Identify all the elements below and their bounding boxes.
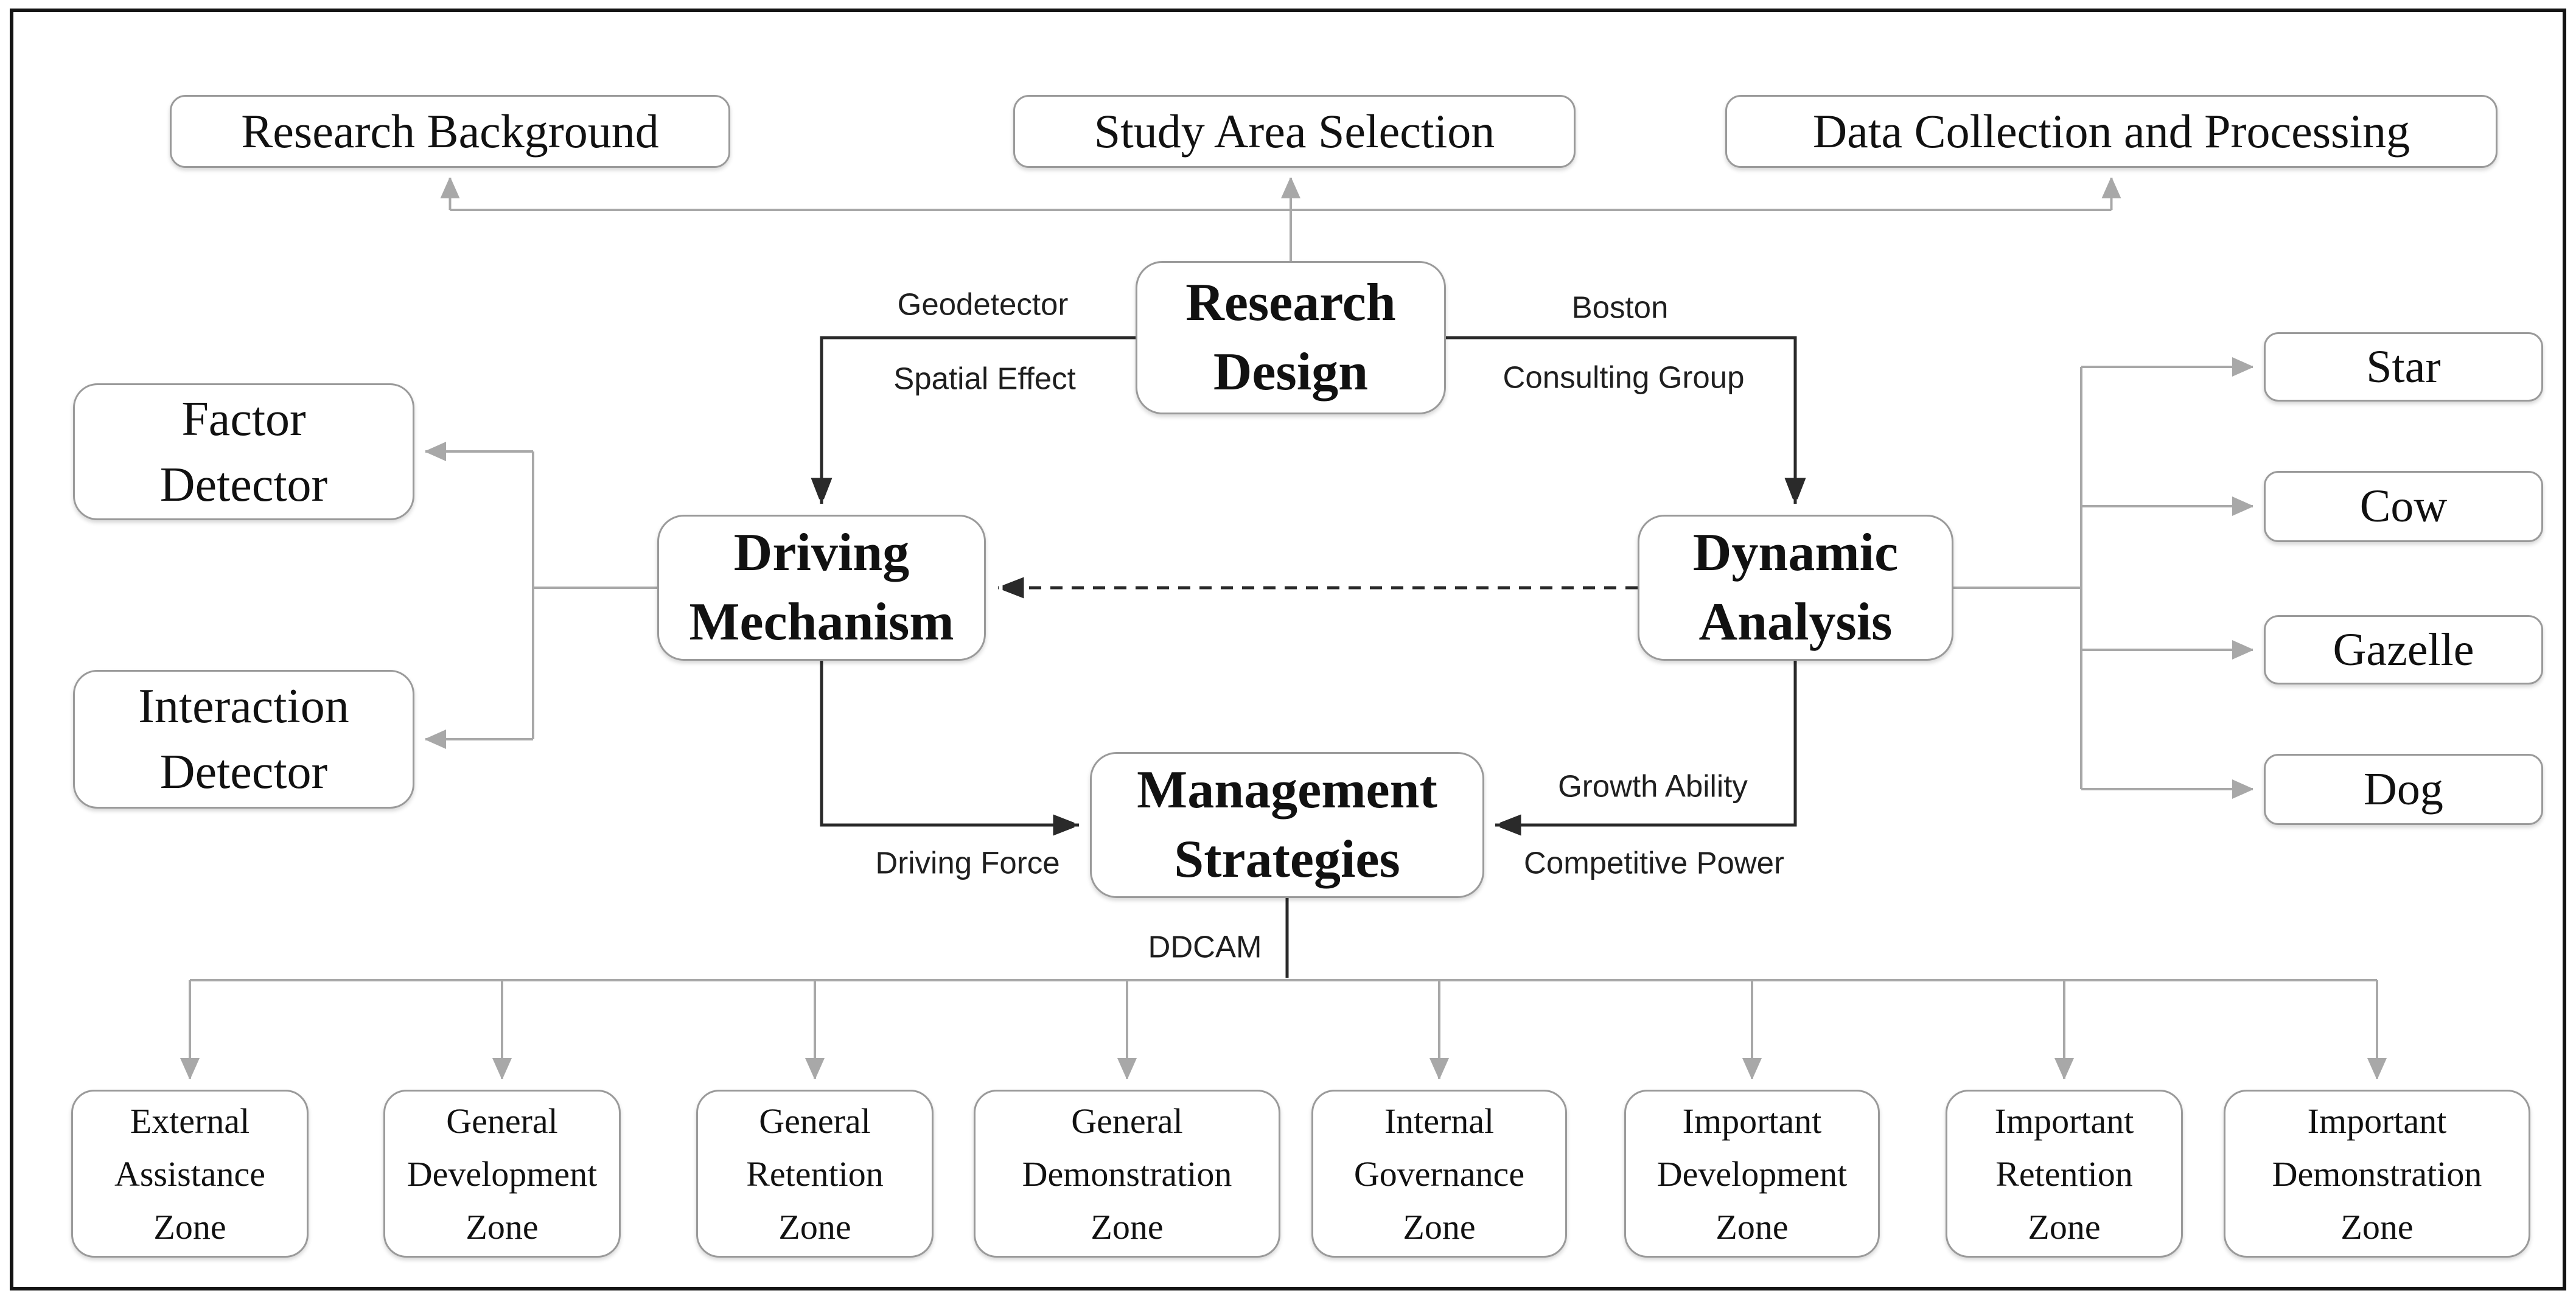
node-label-line: Important	[1994, 1101, 2134, 1141]
node-label: Cow	[2359, 481, 2448, 532]
node-label-line: Design	[1213, 343, 1369, 402]
node-label-line: Zone	[2028, 1207, 2101, 1247]
node-label-line: Retention	[746, 1154, 884, 1194]
connector-rd-to-driving-mechanism	[822, 336, 1136, 504]
node-management-strategies: Management Strategies	[1090, 752, 1484, 898]
node-label-line: Zone	[1716, 1207, 1789, 1247]
node-label-line: Important	[1682, 1101, 1822, 1141]
node-zone-general-demonstration: General Demonstration Zone	[974, 1090, 1280, 1258]
node-label-line: Development	[407, 1154, 598, 1194]
node-dog: Dog	[2264, 754, 2543, 825]
node-star: Star	[2264, 332, 2543, 402]
node-gazelle: Gazelle	[2264, 615, 2543, 684]
node-label-line: Zone	[778, 1207, 851, 1247]
node-label-line: Retention	[1995, 1154, 2133, 1194]
node-zone-general-development: General Development Zone	[383, 1090, 621, 1258]
edge-label-driving-force: Driving Force	[875, 845, 1060, 880]
connector-da-to-management	[1495, 661, 1797, 825]
node-driving-mechanism: Driving Mechanism	[657, 515, 986, 661]
edge-label-geodetector: Geodetector	[897, 287, 1069, 322]
node-label-line: Governance	[1353, 1154, 1525, 1194]
node-label-line: Assistance	[114, 1154, 266, 1194]
node-label-line: Detector	[159, 458, 328, 512]
node-cow: Cow	[2264, 471, 2543, 542]
node-data-collection-processing: Data Collection and Processing	[1725, 95, 2497, 168]
node-zone-external-assistance: External Assistance Zone	[71, 1090, 309, 1258]
node-research-background: Research Background	[170, 95, 730, 168]
node-dynamic-analysis: Dynamic Analysis	[1638, 515, 1953, 661]
node-label-line: Interaction	[138, 680, 349, 733]
node-label-line: Demonstration	[2272, 1154, 2482, 1194]
node-study-area-selection: Study Area Selection	[1013, 95, 1576, 168]
node-label-line: Analysis	[1698, 593, 1893, 652]
node-zone-important-retention: Important Retention Zone	[1946, 1090, 2183, 1258]
node-interaction-detector: Interaction Detector	[73, 670, 414, 809]
node-label: Star	[2366, 341, 2441, 392]
node-zone-important-demonstration: Important Demonstration Zone	[2224, 1090, 2530, 1258]
node-label-line: Factor	[181, 392, 306, 446]
edge-label-boston: Boston	[1571, 290, 1669, 325]
node-label-line: Research	[1185, 273, 1396, 332]
node-label-line: Zone	[1403, 1207, 1476, 1247]
node-research-design: Research Design	[1136, 261, 1446, 414]
node-label: Study Area Selection	[1094, 105, 1495, 158]
node-label-line: Mechanism	[689, 593, 954, 652]
node-label-line: Zone	[153, 1207, 226, 1247]
node-zone-important-development: Important Development Zone	[1624, 1090, 1880, 1258]
edge-label-ddcam: DDCAM	[1148, 929, 1262, 964]
edge-label-competitive-power: Competitive Power	[1524, 845, 1784, 880]
node-label: Gazelle	[2333, 624, 2474, 675]
node-label-line: General	[446, 1101, 558, 1141]
node-label-line: Development	[1656, 1154, 1848, 1194]
node-label-line: Demonstration	[1022, 1154, 1232, 1194]
node-label: Data Collection and Processing	[1812, 105, 2410, 158]
node-zone-internal-governance: Internal Governance Zone	[1311, 1090, 1567, 1258]
node-label-line: Dynamic	[1692, 523, 1899, 582]
node-label: Dog	[2364, 764, 2443, 815]
node-label-line: Detector	[159, 745, 328, 799]
node-label-line: External	[130, 1101, 250, 1141]
edge-label-spatial-effect: Spatial Effect	[893, 361, 1076, 396]
node-factor-detector: Factor Detector	[73, 383, 414, 520]
connector-dm-to-management	[820, 661, 1079, 825]
node-label-line: General	[1071, 1101, 1183, 1141]
connector-rd-to-dynamic-analysis	[1446, 336, 1795, 504]
node-label-line: General	[759, 1101, 871, 1141]
node-label-line: Strategies	[1174, 830, 1400, 889]
edge-label-consulting-group: Consulting Group	[1503, 360, 1745, 395]
node-label-line: Internal	[1384, 1101, 1495, 1141]
node-label-line: Driving	[733, 523, 910, 582]
node-label-line: Important	[2307, 1101, 2447, 1141]
edge-label-growth-ability: Growth Ability	[1558, 768, 1748, 804]
node-zone-general-retention: General Retention Zone	[696, 1090, 934, 1258]
node-label-line: Management	[1137, 760, 1437, 820]
node-label-line: Zone	[2340, 1207, 2414, 1247]
node-label-line: Zone	[466, 1207, 539, 1247]
figure-border	[10, 9, 2566, 1290]
node-label: Research Background	[241, 105, 659, 158]
node-label-line: Zone	[1091, 1207, 1164, 1247]
